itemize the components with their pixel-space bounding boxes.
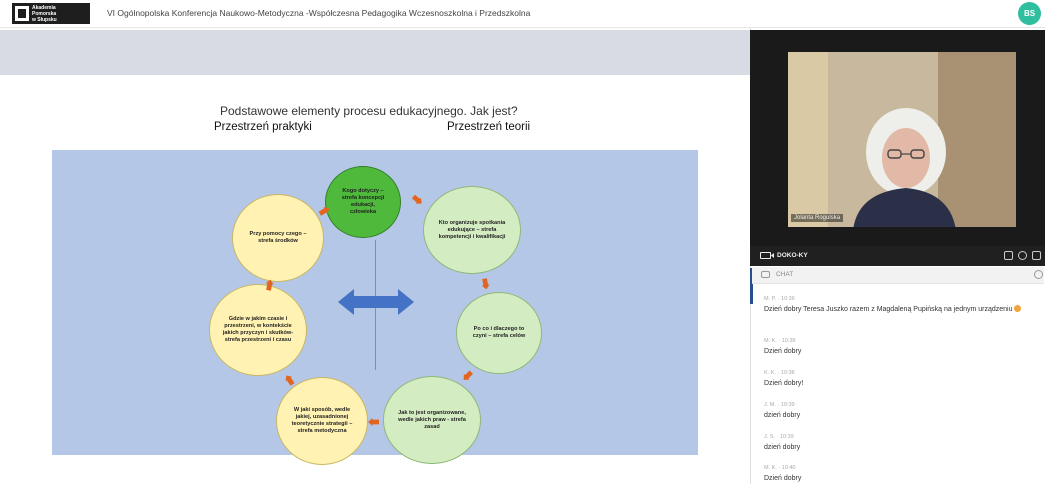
circle-goals: Po co i dlaczego to czyni – strefa celów	[456, 292, 542, 374]
logo-mark-icon	[15, 6, 29, 21]
chat-message-meta: J. M. · 10:39	[764, 402, 795, 408]
chat-message-meta: K. K. · 10:38	[764, 370, 795, 376]
chat-message: M. K. · 10:38 Dzień dobry	[764, 338, 1039, 356]
chat-message-text: dzień dobry	[764, 412, 801, 419]
circle-concept-of-education: Kogo dotyczy – strefa koncepcji edukacji…	[325, 166, 401, 238]
circle-competences: Kto organizuje spotkania edukujące – str…	[423, 186, 521, 274]
circle-principles: Jak to jest organizowane, wedle jakich p…	[383, 376, 481, 464]
chat-message: M. P. · 10:36 Dzień dobry Teresa Juszko …	[764, 296, 1039, 314]
participant-person-image	[853, 108, 956, 227]
chat-message-text: dzień dobry	[764, 444, 801, 451]
conference-title: VI Ogólnopolska Konferencja Naukowo-Meto…	[107, 8, 531, 18]
chat-message-meta: J. S. · 10:39	[764, 434, 794, 440]
university-logo: Akademia Pomorska w Słupsku	[12, 3, 90, 24]
settings-icon[interactable]	[1018, 251, 1027, 260]
chat-scroll-indicator[interactable]	[750, 268, 753, 304]
pip-icon[interactable]	[1004, 251, 1013, 260]
slide-top-band	[0, 30, 750, 75]
participant-name-label: Jolanta Rogulska	[791, 214, 844, 222]
chat-message-meta: M. K. · 10:40	[764, 465, 796, 471]
camera-icon[interactable]	[760, 252, 771, 259]
expand-icon[interactable]	[1032, 251, 1041, 260]
logo-text: Akademia Pomorska w Słupsku	[32, 4, 57, 23]
chat-message: K. K. · 10:38 Dzień dobry!	[764, 370, 1039, 388]
chat-bubble-icon	[761, 271, 770, 278]
chat-message-text: Dzień dobry	[764, 348, 802, 355]
chat-message-text: Dzień dobry Teresa Juszko razem z Magdal…	[764, 306, 1013, 313]
circle-means: Przy pomocy czego – strefa środków	[232, 194, 324, 282]
slide-heading: Podstawowe elementy procesu edukacyjnego…	[220, 104, 518, 118]
practice-space-label: Przestrzeń praktyki	[214, 121, 312, 133]
video-background-wall	[938, 52, 1016, 227]
chat-header	[752, 267, 1044, 284]
participant-video-feed	[788, 52, 1016, 227]
circle-methodology: W jaki sposób, wedle jakiej, uzasadnione…	[276, 377, 368, 465]
chat-message: M. K. · 10:40 Dzień dobry	[764, 465, 1039, 483]
chat-message: J. M. · 10:39 dzień dobry	[764, 402, 1039, 420]
chat-message-meta: M. K. · 10:38	[764, 338, 796, 344]
chat-title: CHAT	[776, 271, 794, 278]
smile-emoji-icon	[1014, 305, 1022, 312]
chat-message-text: Dzień dobry!	[764, 380, 804, 387]
chat-message: J. S. · 10:39 dzień dobry	[764, 434, 1039, 452]
video-controls-bar	[750, 246, 1045, 266]
video-background-curtain	[788, 52, 828, 227]
user-avatar-button[interactable]: BS	[1018, 2, 1041, 25]
video-bar-label: DOKO-KY	[777, 252, 808, 259]
theory-space-label: Przestrzeń teorii	[447, 121, 531, 133]
chat-message-meta: M. P. · 10:36	[764, 296, 795, 302]
gear-icon[interactable]	[1034, 270, 1043, 279]
circle-space-and-time: Gdzie w jakim czasie i przestrzeni, w ko…	[209, 284, 307, 376]
top-bar: Akademia Pomorska w Słupsku VI Ogólnopol…	[0, 0, 1045, 28]
chat-message-text: Dzień dobry	[764, 475, 802, 482]
double-arrow-icon	[338, 289, 414, 315]
